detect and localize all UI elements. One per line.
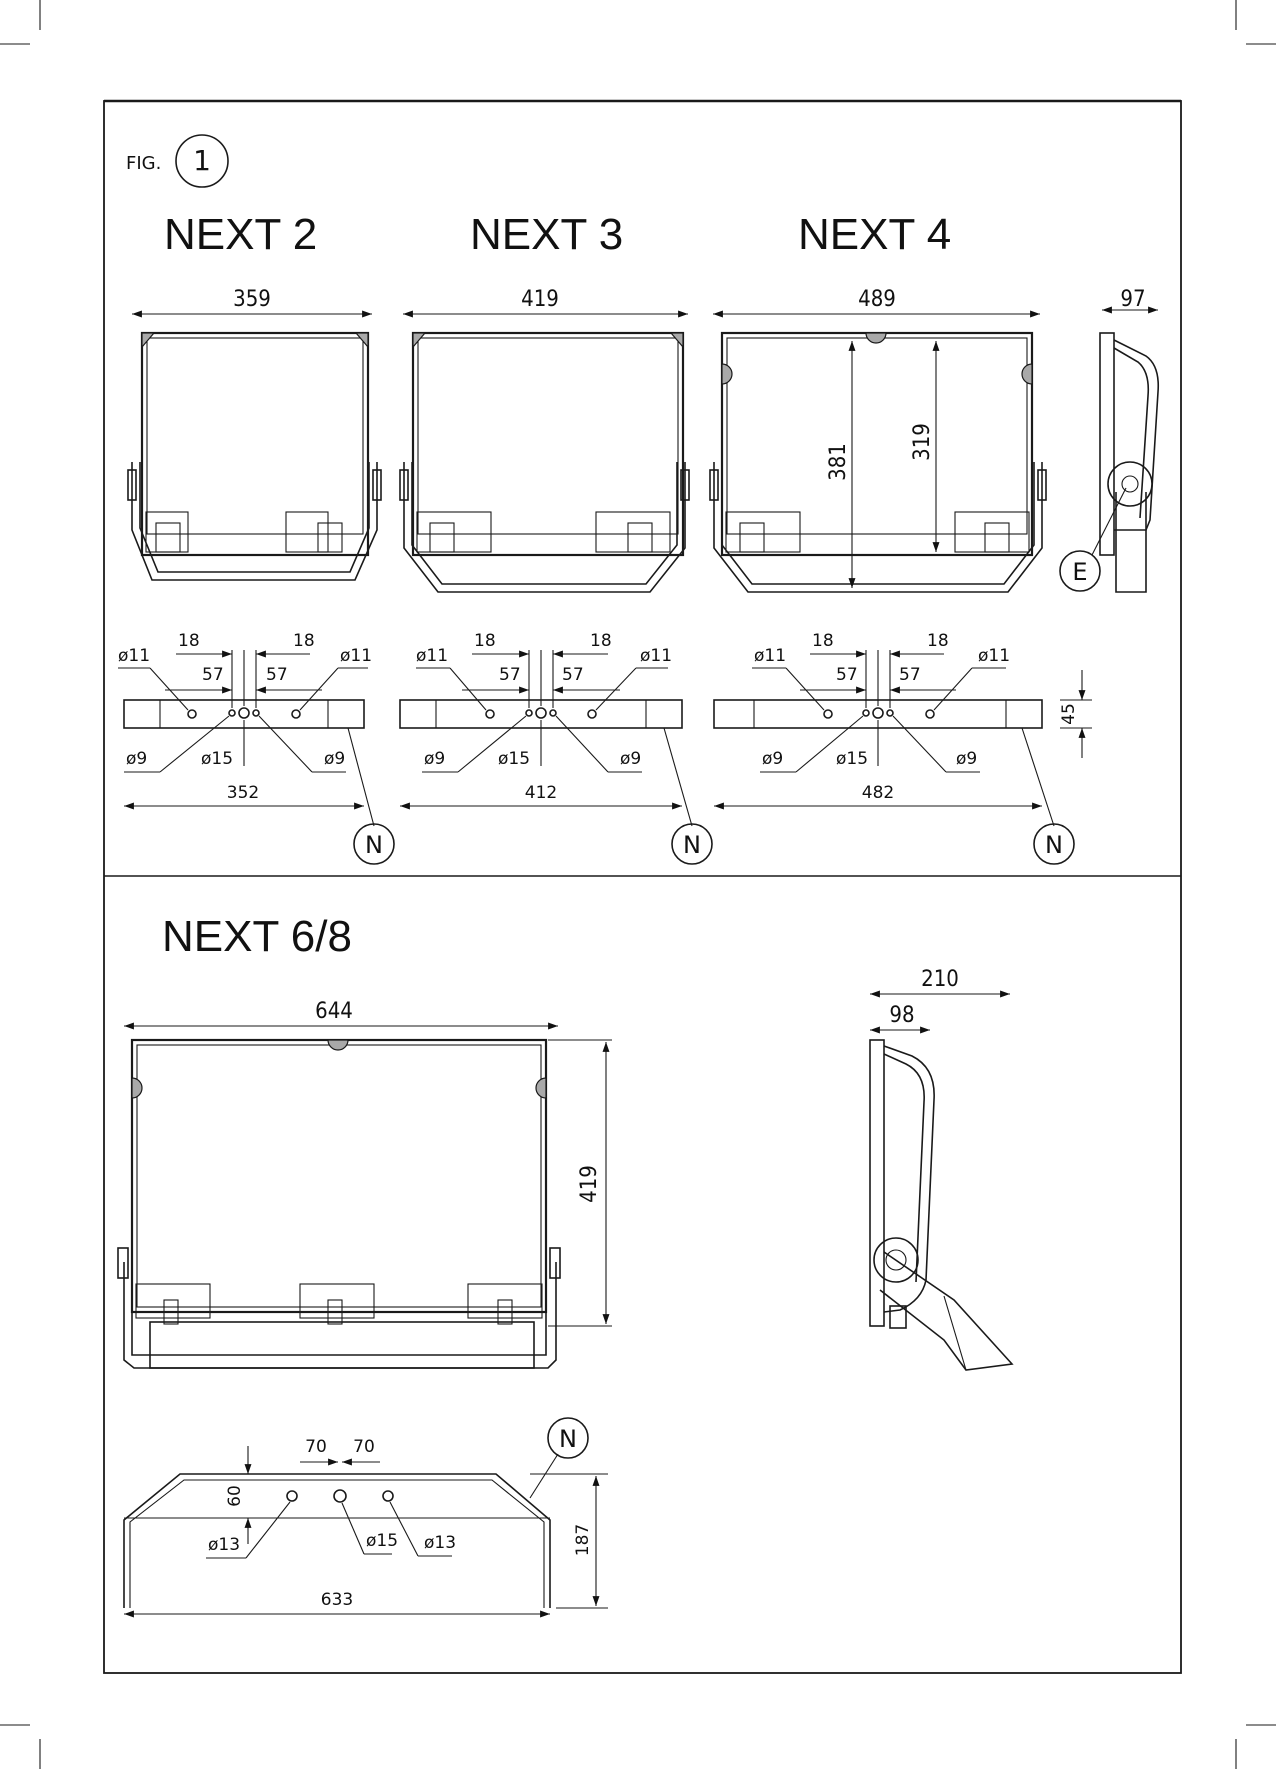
next-3-bracket: 18 18 57 57 ø11 ø11 ø9 ø15 ø9 412 N [400, 631, 712, 864]
next-2-hole-11-r: ø11 [340, 646, 372, 666]
next-2-front-view: 359 [128, 287, 381, 580]
next-4-spacing-18-l: 18 [812, 631, 834, 651]
bracket-hole-13-r: ø13 [424, 1533, 456, 1553]
bracket-offset-60: 60 [225, 1485, 245, 1507]
next-3-spacing-57-l: 57 [499, 665, 521, 685]
next-3-hole-11-l: ø11 [416, 646, 448, 666]
next-2-hole-11-l: ø11 [118, 646, 150, 666]
next-4-spacing-18-r: 18 [927, 631, 949, 651]
next-4-height-a: 381 [826, 443, 851, 481]
title-next-6-8: NEXT 6/8 [162, 912, 352, 961]
next-2-spacing-57-l: 57 [202, 665, 224, 685]
next-3-spacing-57-r: 57 [562, 665, 584, 685]
next-3-hole-9-l: ø9 [424, 749, 445, 769]
next-6-8-bracket: 70 70 60 ø13 ø15 ø13 633 187 N [124, 1418, 608, 1614]
next-2-callout-n: N [365, 831, 383, 859]
bracket-spacing-70-l: 70 [305, 1437, 327, 1457]
next-2-bracket: 18 18 57 57 ø11 ø11 ø9 ø15 ø9 352 N [118, 631, 394, 864]
next-4-front-view: 489 381 319 [710, 287, 1046, 592]
next-2-width: 359 [233, 287, 271, 312]
next-4-width: 489 [858, 287, 896, 312]
next-4-spacing-57-l: 57 [836, 665, 858, 685]
callout-e: E [1072, 558, 1087, 586]
next-6-8-width: 644 [315, 999, 353, 1024]
next-3-hole-11-r: ø11 [640, 646, 672, 666]
bracket-hole-15: ø15 [366, 1531, 398, 1551]
title-next-3: NEXT 3 [470, 210, 623, 259]
next-6-8-front-view: 644 419 [118, 999, 612, 1368]
next-2-hole-9-l: ø9 [126, 749, 147, 769]
next-3-bracket-total: 412 [525, 783, 557, 803]
next-6-8-height: 419 [577, 1165, 602, 1203]
bracket-hole-13-l: ø13 [208, 1535, 240, 1555]
next-3-width: 419 [521, 287, 559, 312]
next-3-hole-9-r: ø9 [620, 749, 641, 769]
next-4-hole-15: ø15 [836, 749, 868, 769]
next-2-spacing-18-l: 18 [178, 631, 200, 651]
next-4-hole-11-r: ø11 [978, 646, 1010, 666]
next-2-spacing-57-r: 57 [266, 665, 288, 685]
next-4-hole-9-l: ø9 [762, 749, 783, 769]
top-side-view: 97 E [1060, 287, 1158, 592]
next-4-hole-11-l: ø11 [754, 646, 786, 666]
next-2-spacing-18-r: 18 [293, 631, 315, 651]
next-4-callout-n: N [1045, 831, 1063, 859]
bracket-spacing-70-r: 70 [353, 1437, 375, 1457]
next-4-spacing-57-r: 57 [899, 665, 921, 685]
drawing-frame [104, 101, 1181, 1673]
next-2-hole-15: ø15 [201, 749, 233, 769]
bracket-callout-n: N [559, 1425, 577, 1453]
next-2-bracket-total: 352 [227, 783, 259, 803]
next-2-hole-9-r: ø9 [324, 749, 345, 769]
next-3-spacing-18-l: 18 [474, 631, 496, 651]
next-3-callout-n: N [683, 831, 701, 859]
title-next-2: NEXT 2 [164, 210, 317, 259]
top-side-depth: 97 [1120, 287, 1145, 312]
next-4-height-b: 319 [910, 423, 935, 461]
side-depth-total: 210 [921, 967, 959, 992]
next-4-bracket-total: 482 [862, 783, 894, 803]
next-3-spacing-18-r: 18 [590, 631, 612, 651]
title-next-4: NEXT 4 [798, 210, 951, 259]
next-6-8-side-view: 210 98 [870, 967, 1012, 1370]
figure-label: FIG. [126, 153, 161, 174]
side-depth-body: 98 [889, 1003, 914, 1028]
next-4-hole-9-r: ø9 [956, 749, 977, 769]
bracket-total-633: 633 [321, 1590, 353, 1610]
next-3-front-view: 419 [400, 287, 689, 592]
bracket-height-187: 187 [573, 1524, 593, 1556]
next-4-bracket: 18 18 57 57 ø11 ø11 ø9 ø15 ø9 482 N 45 [714, 631, 1092, 864]
bracket-height-45: 45 [1059, 703, 1079, 725]
figure-number: 1 [193, 144, 211, 177]
next-3-hole-15: ø15 [498, 749, 530, 769]
